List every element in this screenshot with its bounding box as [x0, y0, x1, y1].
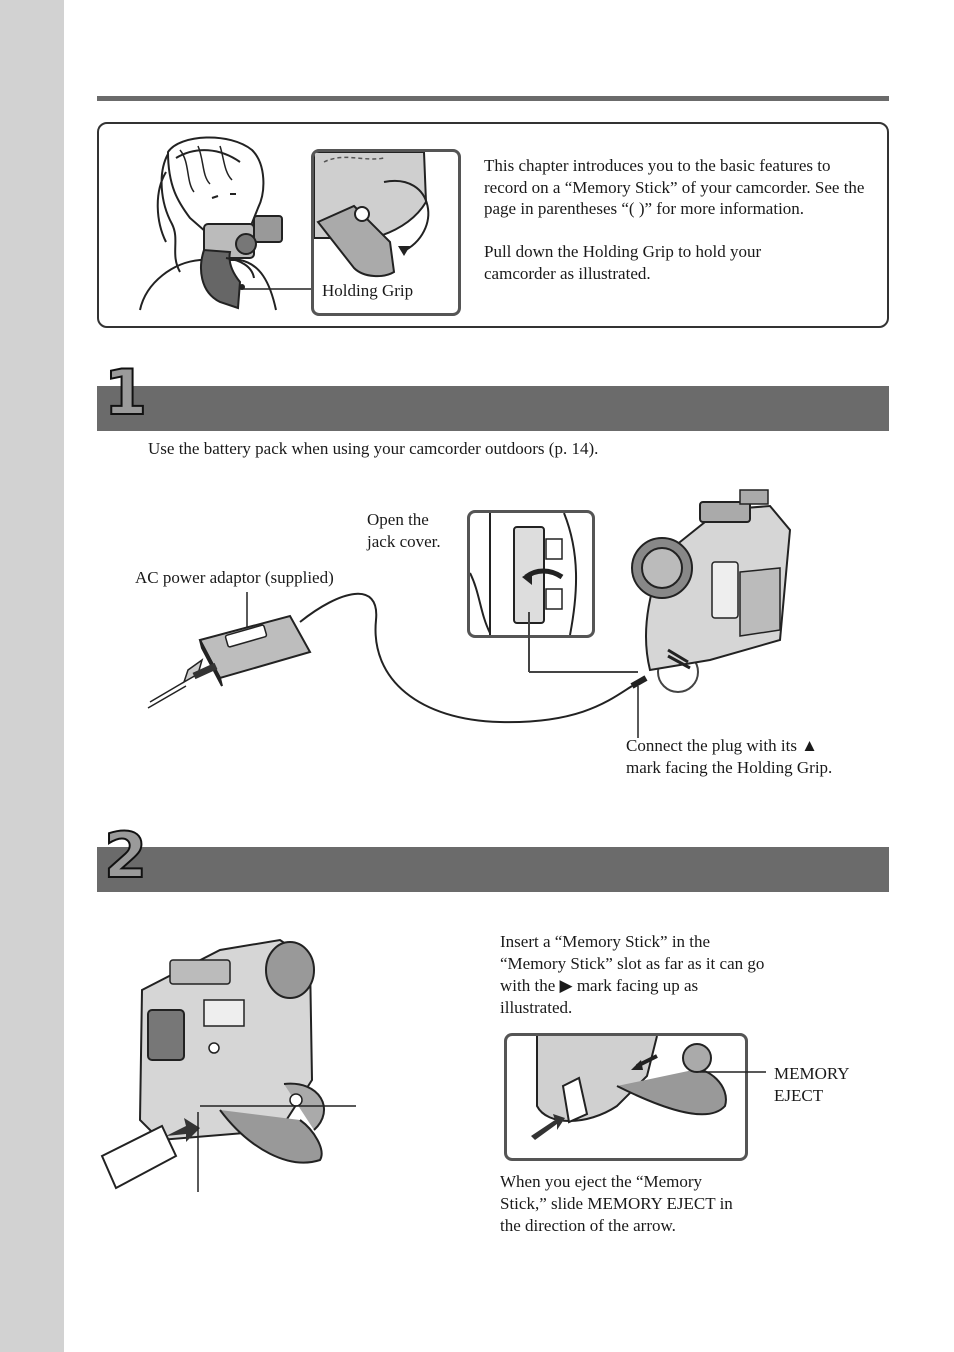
memory-eject-leader-line [700, 1071, 766, 1073]
open-jack-cover-label-line-1: Open the [367, 510, 429, 529]
step-1-note: Use the battery pack when using your cam… [148, 439, 599, 458]
ac-adaptor-and-camcorder-illustration [147, 489, 792, 738]
holding-grip-illustration [314, 152, 430, 278]
camcorder-memory-stick-illustration [100, 938, 356, 1192]
step-1-number: 1 [103, 356, 148, 429]
woman-holding-camcorder-illustration [139, 136, 283, 311]
connect-plug-label-line-1: Connect the plug with its ▲ [626, 736, 819, 755]
memory-eject-label-line-2: EJECT [774, 1086, 824, 1105]
memory-eject-inset [504, 1033, 748, 1161]
intro-paragraph-2: Pull down the Holding Grip to hold your … [484, 242, 762, 283]
eject-text-line-3: the direction of the arrow. [500, 1216, 676, 1235]
jack-cover-inset [467, 510, 595, 638]
page-side-tab [0, 0, 64, 1352]
memory-eject-illustration [531, 1036, 727, 1140]
eject-text-line-1: When you eject the “Memory [500, 1172, 703, 1191]
holding-grip-inset: Holding Grip [311, 149, 461, 316]
insert-text-line-2: “Memory Stick” slot as far as it can go [500, 954, 765, 973]
connect-plug-label-line-2: mark facing the Holding Grip. [626, 758, 833, 777]
holding-grip-label: Holding Grip [322, 281, 414, 300]
holding-grip-leader-line [240, 288, 312, 290]
step-2-number: 2 [103, 819, 148, 892]
insert-text-line-3: with the ▶ mark facing up as [500, 976, 699, 995]
intro-paragraph-1: This chapter introduces you to the basic… [484, 156, 865, 218]
memory-eject-label-line-1: MEMORY [774, 1064, 850, 1083]
open-jack-cover-label-line-2: jack cover. [367, 532, 441, 551]
step-1-bar [97, 386, 889, 431]
insert-text-line-1: Insert a “Memory Stick” in the [500, 932, 711, 951]
step-2-bar [97, 847, 889, 892]
eject-text-line-2: Stick,” slide MEMORY EJECT in [500, 1194, 733, 1213]
insert-text-line-4: illustrated. [500, 998, 573, 1017]
ac-adaptor-label: AC power adaptor (supplied) [135, 568, 334, 587]
jack-cover-illustration [470, 513, 578, 635]
top-rule [97, 96, 889, 101]
